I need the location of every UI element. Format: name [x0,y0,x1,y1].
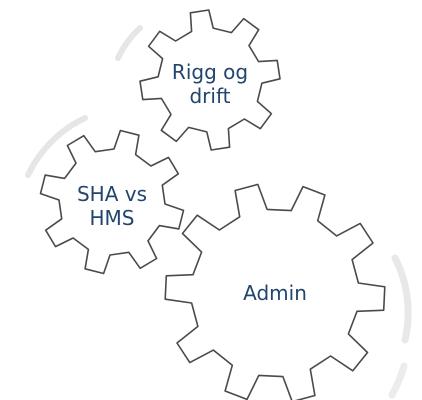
arrow-arc-left [25,115,88,178]
arrow-arc-bottom [388,362,408,399]
gear-rigg [139,9,281,151]
gear-label-admin: Admin [243,281,307,305]
gear-sha [39,129,185,275]
arrow-arc-right [391,254,412,344]
gear-label-rigg-og-drift: Rigg og drift [171,60,249,109]
gear-admin [164,183,386,400]
gear-label-sha-vs-hms: SHA vs HMS [76,182,148,231]
arrow-arc-top [115,25,143,61]
